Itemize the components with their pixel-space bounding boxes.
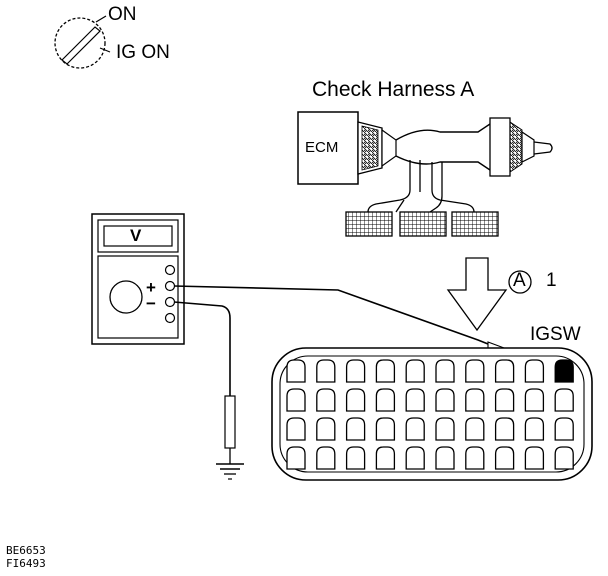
connector-pin (345, 359, 366, 383)
pigtail-connector-3 (451, 211, 499, 237)
main-harness (395, 117, 553, 177)
ignition-on-label: ON (108, 4, 137, 25)
voltmeter (91, 213, 185, 345)
connector-pin (524, 446, 545, 470)
connector-pin (524, 417, 545, 441)
connector-pin (524, 359, 545, 383)
connector-pin (435, 446, 455, 470)
connector-pin (524, 388, 545, 412)
connector-pin-number: 1 (546, 270, 557, 291)
connector-pin (316, 388, 336, 412)
connector-pin (286, 359, 306, 383)
branch-harness (367, 160, 475, 213)
pigtail-connector-1 (345, 211, 393, 237)
connector-pin (554, 388, 574, 412)
connector-pin-name: IGSW (530, 324, 581, 345)
connector-pin (494, 359, 515, 383)
connector-pin (345, 446, 366, 470)
connector-pin (345, 417, 366, 441)
connector-pin (286, 446, 306, 470)
connector-pin (405, 388, 425, 412)
meter-minus-label: − (146, 294, 156, 313)
connector-pin (375, 388, 396, 412)
down-arrow-icon (446, 257, 508, 332)
connector-pin (465, 417, 485, 441)
ecm-box (297, 111, 359, 185)
connector-pin (316, 417, 336, 441)
ignition-key-icon (54, 17, 106, 69)
figure-code-2: FI6493 (6, 557, 46, 570)
connector-pin (316, 359, 336, 383)
negative-probe-lead (173, 301, 236, 464)
ignition-igon-pointer (99, 47, 111, 53)
connector-a-circle (508, 270, 532, 294)
connector-pin (286, 388, 306, 412)
connector-pin (465, 388, 485, 412)
meter-plus-label: + (146, 278, 156, 297)
ignition-on-pointer (95, 15, 107, 23)
connector-pin (465, 446, 485, 470)
connector-pin (554, 446, 574, 470)
connector-pin (405, 417, 425, 441)
ecm-connector (357, 121, 397, 175)
connector-pin (435, 359, 455, 383)
connector-pin (494, 446, 515, 470)
connector-pin (375, 446, 396, 470)
connector-pin (435, 388, 455, 412)
connector-pin (465, 359, 485, 383)
connector-pin (286, 417, 306, 441)
connector-letter: A (513, 270, 526, 291)
connector-pin (316, 446, 336, 470)
harness-title: Check Harness A (312, 78, 475, 101)
connector-pin (345, 388, 366, 412)
connector-pin (494, 417, 515, 441)
connector-pin (405, 359, 425, 383)
ignition-igon-label: IG ON (116, 42, 170, 63)
connector-pin-grid (286, 359, 574, 470)
ground-symbol-icon (216, 463, 244, 480)
figure-code-1: BE6653 (6, 544, 46, 557)
connector-pin (554, 417, 574, 441)
connector-pin (405, 446, 425, 470)
connector-pin (494, 388, 515, 412)
igsw-pin (554, 359, 574, 383)
connector-pin (375, 359, 396, 383)
connector-pin (435, 417, 455, 441)
meter-mode-label: V (130, 226, 142, 245)
pigtail-connector-2 (399, 211, 447, 237)
ecm-label: ECM (305, 139, 339, 156)
connector-pin (375, 417, 396, 441)
